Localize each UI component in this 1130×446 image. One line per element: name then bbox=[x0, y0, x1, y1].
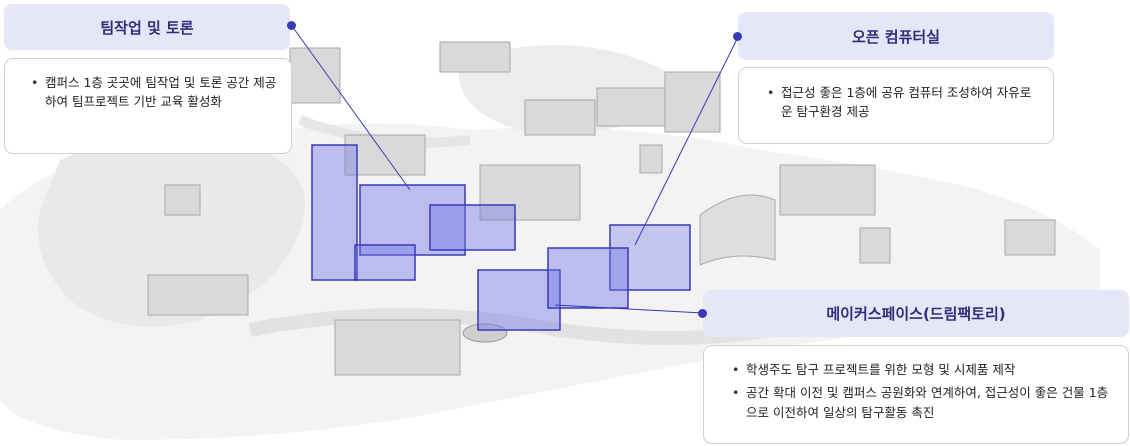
building-top-left bbox=[289, 47, 341, 104]
open-lab-block bbox=[609, 224, 691, 291]
makerspace-callout-item-2: 공간 확대 이전 및 캠퍼스 공원화와 연계하여, 접근성이 좋은 건물 1층으… bbox=[732, 383, 1114, 422]
open-lab-callout-item: 접근성 좋은 1층에 공유 컴퓨터 조성하여 자유로운 탐구환경 제공 bbox=[767, 83, 1039, 122]
building-north-tower bbox=[664, 71, 721, 133]
maker-block-1 bbox=[477, 269, 561, 331]
building-east bbox=[1004, 219, 1056, 256]
open-leader-line bbox=[634, 36, 739, 246]
makerspace-callout-box: 학생주도 탐구 프로젝트를 위한 모형 및 시제품 제작 공간 확대 이전 및 … bbox=[703, 345, 1129, 444]
team-block-1 bbox=[359, 184, 466, 256]
leader-lines bbox=[291, 25, 739, 314]
team-block-2 bbox=[429, 204, 516, 251]
team-annex bbox=[354, 244, 416, 281]
team-callout-title: 팀작업 및 토론 bbox=[4, 4, 290, 50]
team-tower bbox=[311, 144, 358, 281]
team-leader-line bbox=[291, 25, 411, 191]
maker-leader-line bbox=[554, 304, 704, 314]
building-south bbox=[334, 319, 461, 376]
team-callout-item: 캠퍼스 1층 곳곳에 팀작업 및 토론 공간 제공하여 팀프로젝트 기반 교육 … bbox=[31, 73, 277, 112]
maker-block-2 bbox=[547, 247, 629, 309]
open-computer-lab-building bbox=[609, 224, 691, 291]
building-center bbox=[479, 164, 581, 221]
open-lab-marker-dot bbox=[733, 32, 742, 41]
makerspace-callout-item-1: 학생주도 탐구 프로젝트를 위한 모형 및 시제품 제작 bbox=[732, 360, 1114, 380]
open-lab-callout-box: 접근성 좋은 1층에 공유 컴퓨터 조성하여 자유로운 탐구환경 제공 bbox=[738, 67, 1054, 144]
team-marker-dot bbox=[287, 21, 296, 30]
open-lab-callout-title: 오픈 컴퓨터실 bbox=[738, 12, 1054, 60]
open-lab-callout-list: 접근성 좋은 1층에 공유 컴퓨터 조성하여 자유로운 탐구환경 제공 bbox=[767, 83, 1039, 122]
building-right-small bbox=[859, 227, 891, 264]
makerspace-buildings bbox=[477, 247, 629, 331]
building-parking bbox=[779, 164, 876, 216]
building-small-north bbox=[639, 144, 663, 174]
grey-buildings bbox=[147, 41, 1056, 376]
team-callout-box: 캠퍼스 1층 곳곳에 팀작업 및 토론 공간 제공하여 팀프로젝트 기반 교육 … bbox=[4, 58, 292, 154]
plaza-circle bbox=[462, 323, 508, 343]
building-north-2 bbox=[524, 99, 596, 136]
team-workspace-buildings bbox=[311, 144, 516, 281]
makerspace-marker-dot bbox=[698, 309, 707, 318]
building-left bbox=[147, 274, 249, 316]
building-curved bbox=[699, 194, 776, 266]
building-top-center bbox=[439, 41, 511, 73]
makerspace-callout-title: 메이커스페이스(드림팩토리) bbox=[703, 290, 1129, 337]
building-north-3 bbox=[596, 87, 668, 127]
makerspace-callout-list: 학생주도 탐구 프로젝트를 위한 모형 및 시제품 제작 공간 확대 이전 및 … bbox=[732, 360, 1114, 422]
team-callout-list: 캠퍼스 1층 곳곳에 팀작업 및 토론 공간 제공하여 팀프로젝트 기반 교육 … bbox=[31, 73, 277, 112]
building-rooftop bbox=[164, 184, 201, 216]
